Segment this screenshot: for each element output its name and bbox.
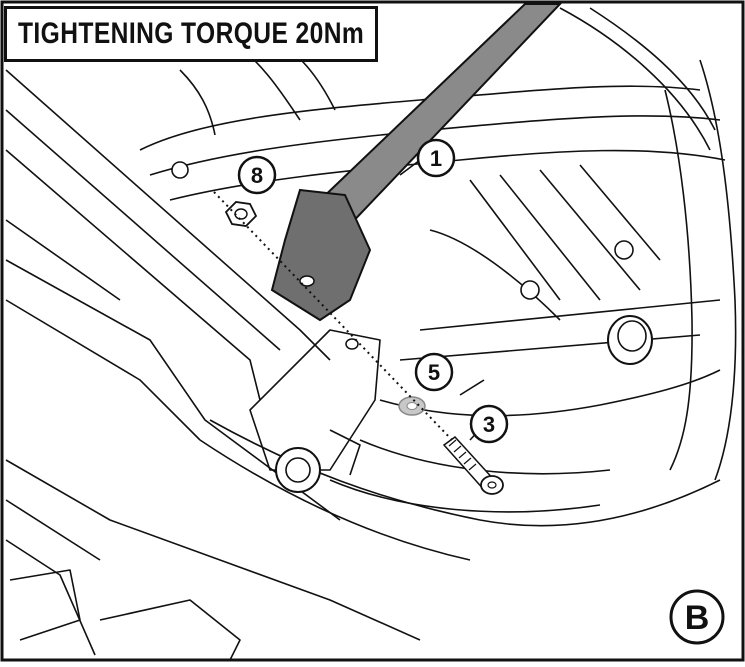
- bolt-screw: [442, 435, 504, 495]
- washer: [398, 396, 426, 416]
- callout-3-label: 3: [483, 412, 495, 437]
- callout-8: 8: [237, 155, 277, 195]
- callout-5: 5: [414, 352, 454, 392]
- panel-letter: B: [685, 599, 710, 637]
- mounting-hole: [345, 338, 359, 350]
- torque-title-box: TIGHTENING TORQUE 20Nm: [4, 6, 378, 62]
- panel-letter-badge: B: [669, 589, 725, 645]
- callout-5-label: 5: [428, 360, 440, 385]
- support-bar: [270, 3, 563, 322]
- leader-line-5: [459, 379, 485, 396]
- callout-3: 3: [469, 404, 509, 444]
- callout-1: 1: [416, 138, 456, 178]
- torque-title: TIGHTENING TORQUE 20Nm: [17, 17, 365, 50]
- callout-8-label: 8: [251, 163, 263, 188]
- leader-line-1: [399, 159, 421, 176]
- flange-nut: [224, 201, 258, 227]
- callout-1-label: 1: [430, 146, 442, 171]
- frame-knob: [607, 315, 653, 365]
